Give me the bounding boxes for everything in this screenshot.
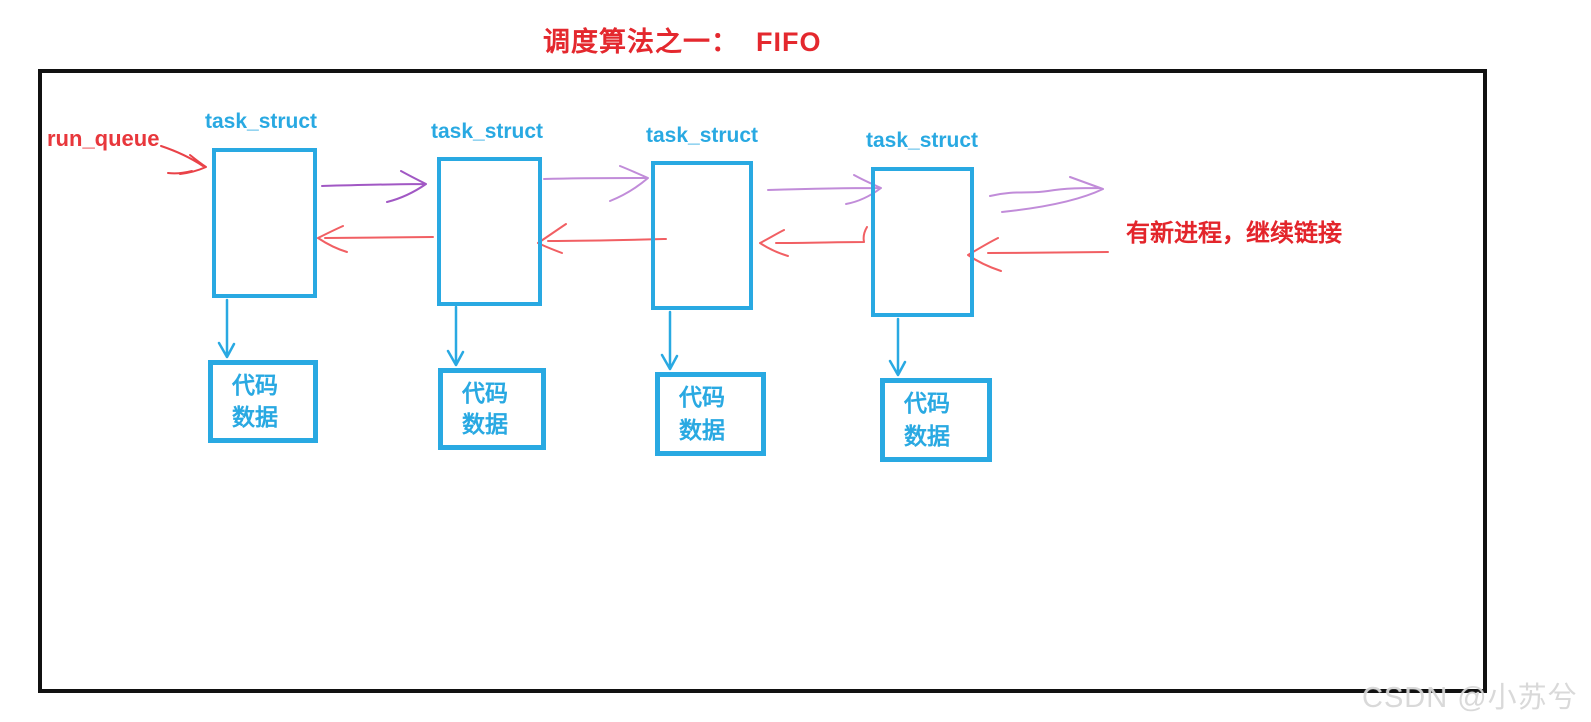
memory-box: 代码 数据 [880,378,992,462]
task-struct-box [437,157,542,306]
memory-data-label: 数据 [904,422,950,449]
diagram-border-frame [38,69,1487,693]
memory-data-label: 数据 [462,411,508,438]
task-struct-box [651,161,753,310]
memory-code-label: 代码 [232,372,278,398]
watermark: CSDN @小苏兮 [1362,682,1578,714]
task-struct-label: task_struct [866,129,979,152]
memory-code-label: 代码 [679,384,725,411]
task-struct-box [871,167,974,317]
memory-data-label: 数据 [232,404,278,430]
memory-box: 代码 数据 [208,360,318,443]
new-process-note: 有新进程，继续链接 [1126,220,1342,247]
task-struct-label: task_struct [431,120,544,143]
diagram-title: 调度算法之一： FIFO [543,27,822,57]
run-queue-label: run_queue [47,126,160,151]
memory-data-label: 数据 [679,416,725,443]
task-struct-box [212,148,317,298]
task-struct-label: task_struct [646,124,759,147]
memory-code-label: 代码 [904,390,950,417]
memory-code-label: 代码 [462,379,508,406]
task-struct-label: task_struct [205,110,318,133]
memory-box: 代码 数据 [655,372,766,456]
memory-box: 代码 数据 [438,368,546,450]
